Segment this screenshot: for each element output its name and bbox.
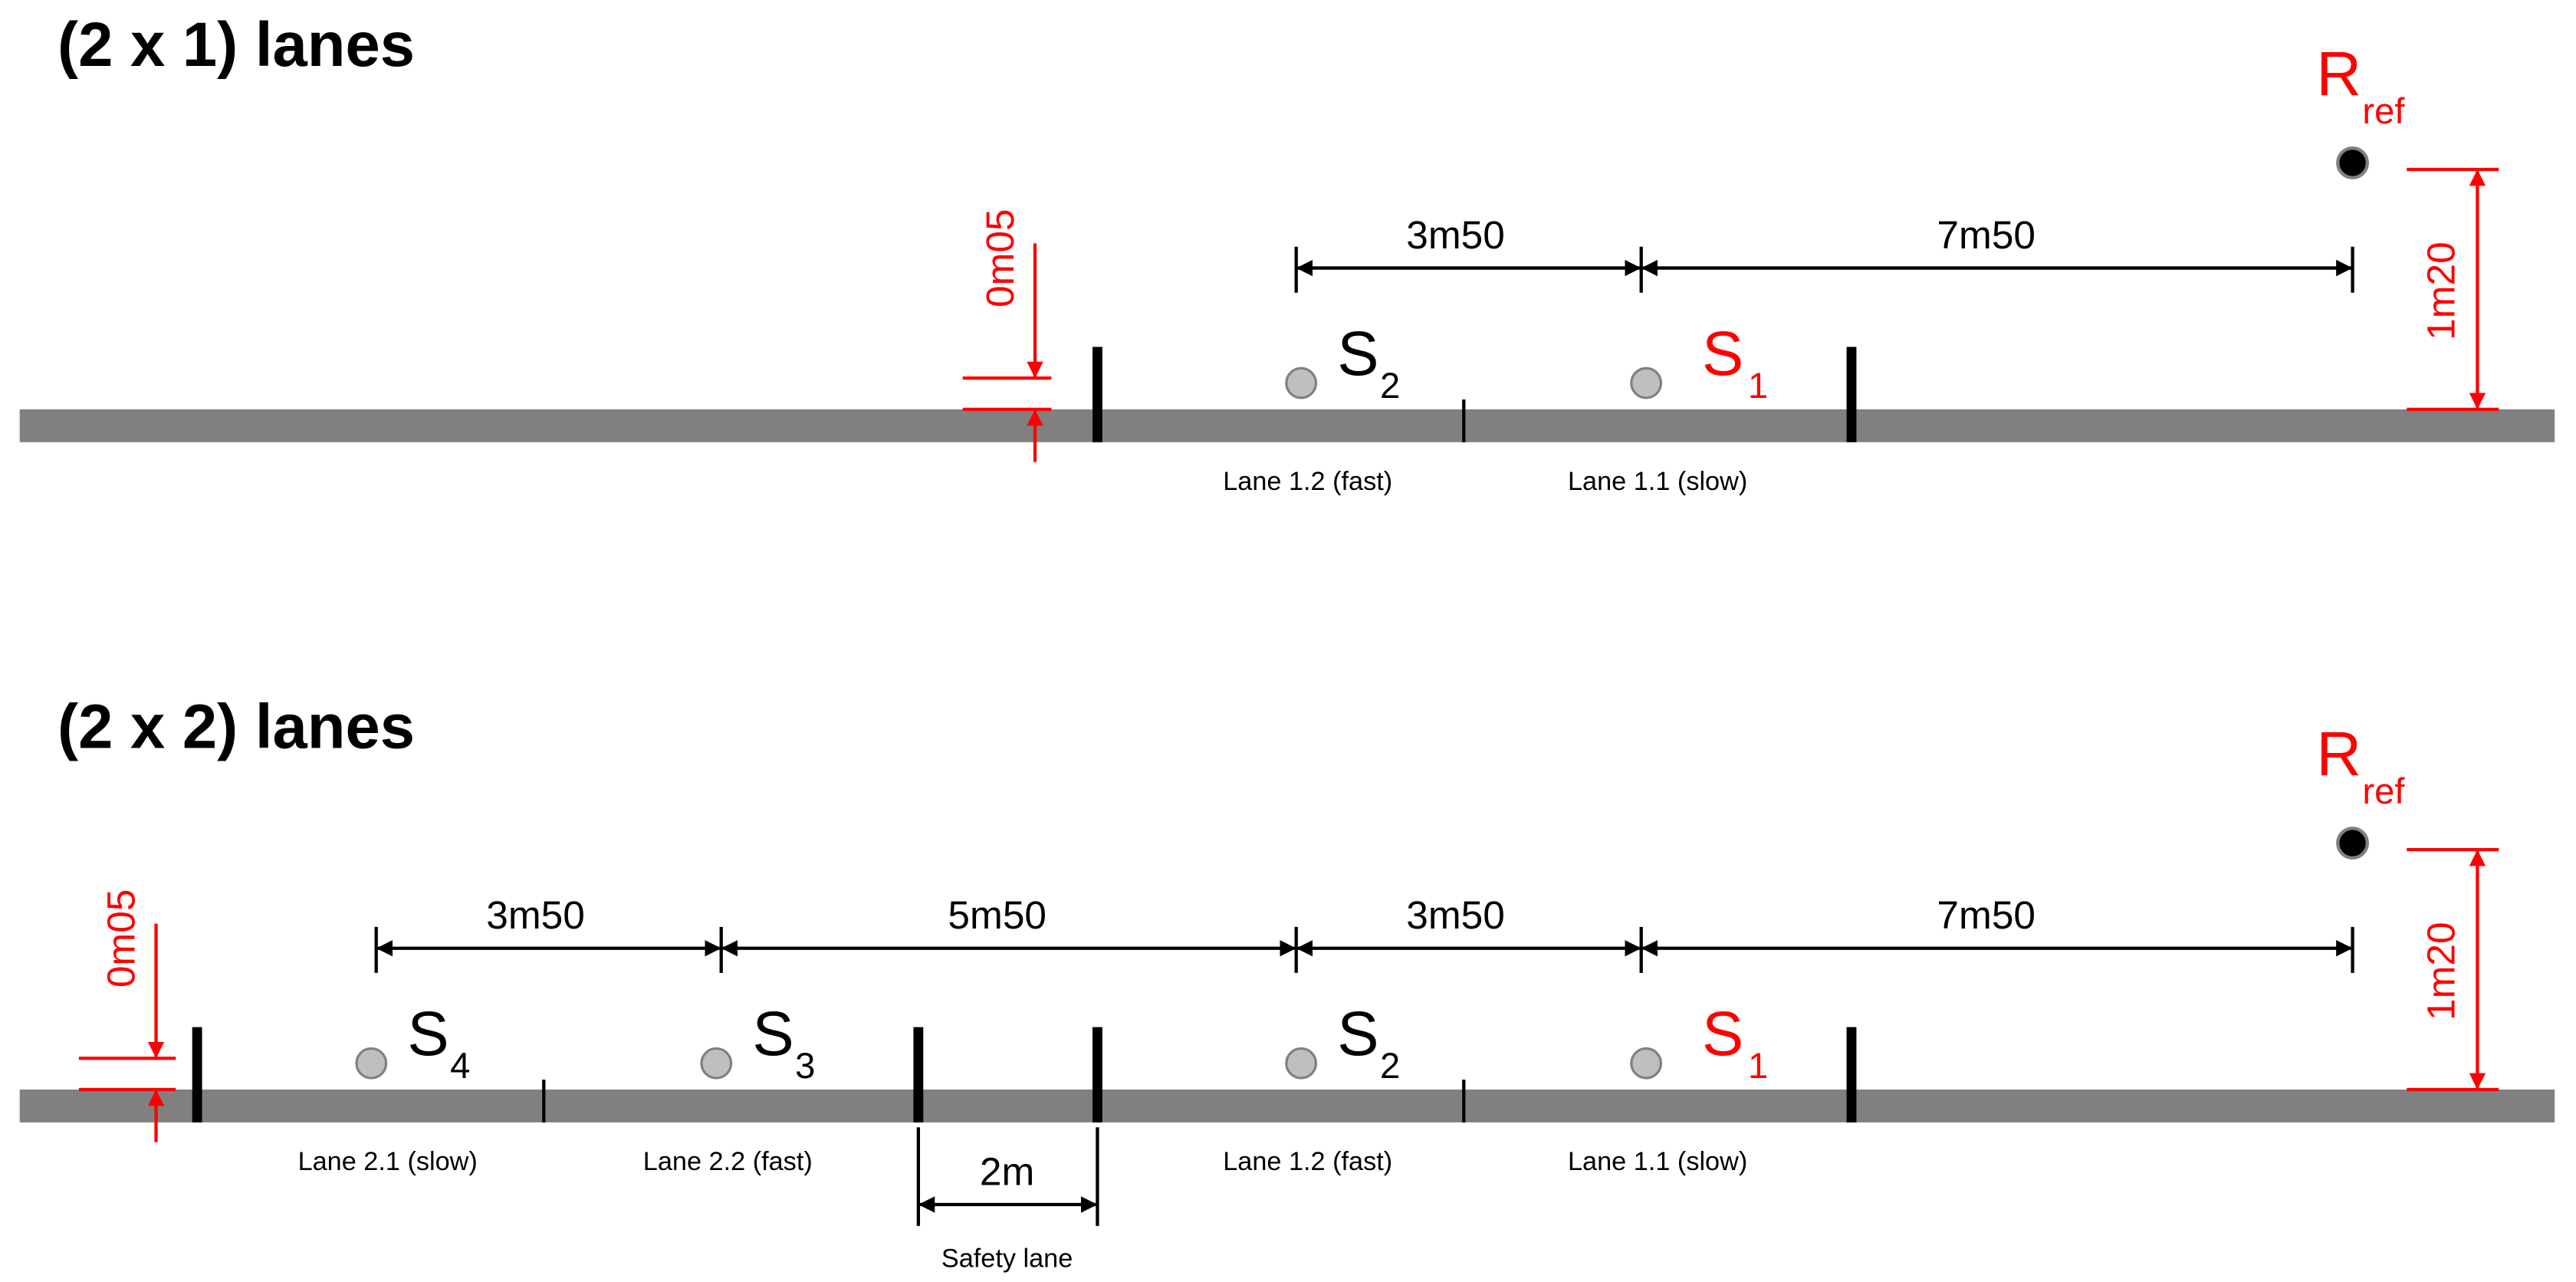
source-letter: S	[407, 999, 449, 1069]
offset-dimension-label: 0m05	[978, 209, 1022, 307]
safety-lane-edge	[913, 1027, 924, 1123]
lane-label: Lane 2.1 (slow)	[298, 1147, 478, 1176]
source-s3: S 3	[700, 999, 815, 1086]
source-marker	[1630, 367, 1663, 399]
source-index: 1	[1748, 365, 1768, 406]
dimension-label: 7m50	[1937, 212, 2036, 257]
source-index: 2	[1380, 365, 1400, 406]
source-marker	[1285, 1047, 1318, 1080]
source-letter: S	[752, 999, 794, 1069]
source-letter: S	[1337, 999, 1378, 1069]
receiver-marker	[2336, 827, 2369, 860]
source-s4: S 4	[355, 999, 470, 1086]
lane-label: Lane 1.2 (fast)	[1223, 1147, 1392, 1176]
source-s2: S 2	[1285, 999, 1400, 1086]
lane-label: Lane 1.1 (slow)	[1568, 467, 1747, 496]
receiver-letter: R	[2316, 40, 2361, 110]
source-marker	[1285, 367, 1318, 399]
lane-label: Lane 1.1 (slow)	[1568, 1147, 1747, 1176]
safety-width-label: 2m	[980, 1149, 1034, 1193]
source-marker	[1630, 1047, 1663, 1080]
panel-title: (2 x 2) lanes	[58, 692, 415, 761]
dimension-label: 3m50	[486, 892, 585, 937]
road	[19, 409, 2555, 442]
panel-2x1: (2 x 1) lanes S 2 S 1 Lane 1.2 (fast) La…	[19, 10, 2555, 496]
source-s1: S 1	[1630, 319, 1768, 406]
offset-dimension-label: 0m05	[99, 889, 143, 988]
lane-label: Lane 2.2 (fast)	[643, 1147, 813, 1176]
road-edge-right	[1846, 1027, 1857, 1123]
source-letter: S	[1702, 319, 1743, 389]
source-s1: S 1	[1630, 999, 1768, 1086]
road-edge-left	[192, 1027, 202, 1123]
dimension-label: 3m50	[1406, 212, 1505, 257]
height-dimension-label: 1m20	[2418, 242, 2463, 340]
receiver-index: ref	[2362, 90, 2405, 131]
road-edge-right	[1846, 347, 1857, 442]
safety-lane-edge	[1092, 1027, 1102, 1123]
panel-2x2: (2 x 2) lanes S 4 S 3 S 2 S 1	[19, 692, 2555, 1273]
receiver-ref: R ref	[2316, 720, 2405, 860]
source-index: 1	[1748, 1045, 1768, 1086]
source-marker	[700, 1047, 733, 1080]
dimension-label: 5m50	[948, 892, 1046, 937]
receiver-marker	[2336, 146, 2369, 179]
source-letter: S	[1702, 999, 1743, 1069]
height-dimension-label: 1m20	[2418, 922, 2463, 1021]
source-s2: S 2	[1285, 319, 1400, 406]
safety-lane-label: Safety lane	[941, 1244, 1073, 1273]
dimension-label: 7m50	[1937, 892, 2036, 937]
source-marker	[355, 1047, 388, 1080]
source-index: 3	[795, 1045, 815, 1086]
source-letter: S	[1337, 319, 1378, 389]
dimension-label: 3m50	[1406, 892, 1505, 937]
receiver-index: ref	[2362, 771, 2405, 811]
panel-title: (2 x 1) lanes	[58, 10, 415, 80]
road-edge-left	[1092, 347, 1102, 442]
source-index: 2	[1380, 1045, 1400, 1086]
source-index: 4	[450, 1045, 470, 1086]
receiver-ref: R ref	[2316, 40, 2405, 179]
lane-label: Lane 1.2 (fast)	[1223, 467, 1392, 496]
road	[19, 1090, 2555, 1123]
receiver-letter: R	[2316, 720, 2361, 790]
